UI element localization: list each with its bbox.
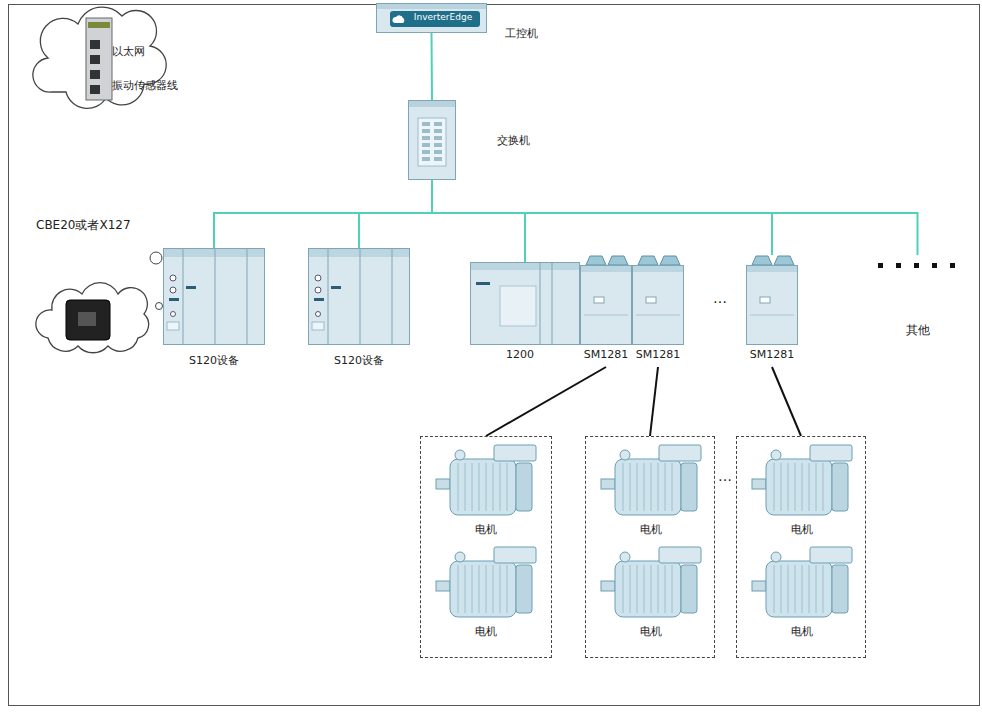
sensor-cable bbox=[772, 367, 801, 436]
node-label: 电机 bbox=[426, 625, 546, 638]
motor: 电机 bbox=[742, 443, 862, 543]
frame bbox=[9, 5, 980, 706]
sm1281-module: SM1281 bbox=[580, 255, 632, 367]
node-label: SM1281 bbox=[580, 348, 632, 361]
annotation: … bbox=[710, 468, 740, 485]
annotation: … bbox=[700, 290, 740, 307]
network-switch: 交换机 bbox=[408, 100, 456, 180]
motor-art bbox=[750, 545, 854, 621]
x127-port bbox=[78, 312, 96, 326]
node-label: InverterEdge bbox=[407, 12, 479, 23]
motor-group: 电机电机 bbox=[585, 436, 715, 658]
s120-drive: S120设备 bbox=[308, 248, 410, 373]
node-label: SM1281 bbox=[632, 348, 684, 361]
callout-bubble bbox=[156, 303, 163, 310]
industrial-pc: InverterEdge工控机 bbox=[376, 3, 487, 33]
motor: 电机 bbox=[591, 545, 711, 645]
ethernet-line bbox=[214, 180, 432, 248]
node-label: 1200 bbox=[470, 348, 570, 361]
legend-label: 振动传感器线 bbox=[112, 79, 212, 92]
sm1281-module: SM1281 bbox=[632, 255, 684, 367]
x127-module bbox=[66, 300, 110, 340]
motor-art bbox=[599, 545, 703, 621]
cbe20-port bbox=[90, 70, 100, 79]
ethernet-line bbox=[432, 180, 918, 255]
cloud-callout bbox=[33, 7, 166, 108]
cbe20-port bbox=[90, 85, 100, 94]
ethernet-line bbox=[432, 180, 525, 262]
node-label: S120设备 bbox=[308, 354, 410, 367]
sm1281-module: SM1281 bbox=[746, 255, 798, 367]
s120-drive: S120设备 bbox=[163, 248, 265, 373]
callout-bubble bbox=[150, 252, 162, 264]
node-label: 交换机 bbox=[497, 134, 557, 147]
cbe20-card bbox=[88, 22, 110, 28]
node-label: 其他 bbox=[870, 323, 965, 337]
node-label: 电机 bbox=[591, 523, 711, 536]
motor-art bbox=[599, 443, 703, 519]
motor: 电机 bbox=[591, 443, 711, 543]
legend-label: 以太网 bbox=[112, 45, 192, 58]
cloud-callout bbox=[36, 283, 149, 353]
node-label: SM1281 bbox=[746, 348, 798, 361]
device-art bbox=[408, 100, 456, 180]
cbe20-port bbox=[90, 40, 100, 49]
node-label: S120设备 bbox=[163, 354, 265, 367]
cbe20-card bbox=[86, 18, 112, 100]
motor: 电机 bbox=[426, 545, 546, 645]
ethernet-line bbox=[431, 33, 434, 100]
motor-art bbox=[434, 443, 538, 519]
motor: 电机 bbox=[426, 443, 546, 543]
motor-art bbox=[750, 443, 854, 519]
other-devices: 其他 bbox=[870, 255, 965, 350]
motor: 电机 bbox=[742, 545, 862, 645]
node-label: 电机 bbox=[591, 625, 711, 638]
node-label: 电机 bbox=[742, 625, 862, 638]
ethernet-line bbox=[359, 180, 432, 248]
node-label: 电机 bbox=[426, 523, 546, 536]
cbe20-port bbox=[90, 55, 100, 64]
plc-1200: 1200 bbox=[470, 262, 580, 365]
node-label: 电机 bbox=[742, 523, 862, 536]
motor-art bbox=[434, 545, 538, 621]
node-label: 工控机 bbox=[505, 27, 565, 40]
ethernet-line bbox=[432, 180, 772, 255]
sensor-cable bbox=[486, 367, 606, 436]
sensor-cable bbox=[650, 367, 658, 436]
motor-group: 电机电机 bbox=[420, 436, 552, 658]
motor-group: 电机电机 bbox=[736, 436, 866, 658]
annotation: CBE20或者X127 bbox=[36, 218, 146, 232]
